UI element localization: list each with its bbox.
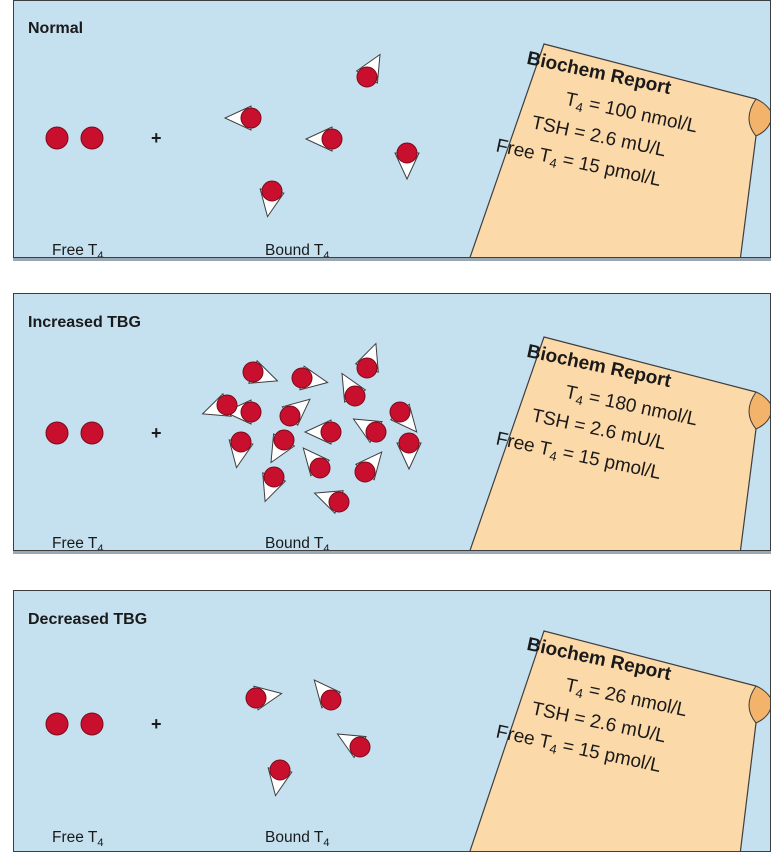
bound-t4-complex (396, 432, 422, 471)
bound-t4-molecule (263, 466, 285, 488)
bound-t4-molecule (240, 107, 262, 129)
report-paper (469, 630, 770, 851)
bound-t4-complex (223, 105, 262, 131)
bound-t4-complex (279, 398, 311, 427)
bound-t4-molecule (354, 461, 376, 483)
bound-t4-complex (302, 447, 331, 479)
bound-t4-complex (259, 180, 285, 218)
panel-title: Normal (28, 20, 84, 37)
bound-t4-molecule (320, 689, 342, 711)
free-t4-label: Free T4 (52, 829, 104, 849)
free-t4-molecule (45, 126, 69, 150)
bound-t4-complex (341, 372, 367, 407)
panel-title: Decreased TBG (28, 611, 148, 628)
molecule-art (45, 43, 770, 257)
bound-t4-molecule (396, 142, 418, 164)
free-t4-molecule (45, 421, 69, 445)
bound-t4-complex (303, 419, 342, 445)
bound-t4-complex (270, 429, 296, 464)
free-t4-molecules (45, 712, 104, 736)
bound-t4-molecules (201, 342, 422, 515)
free-t4-molecule (80, 126, 104, 150)
panel-normal: Normal + Free T4 Bound T4 Biochem Report… (13, 0, 771, 258)
free-t4-label: Free T4 (52, 535, 104, 551)
panel-decreased-tbg: Decreased TBG + Free T4 Bound T4 Biochem… (13, 590, 771, 852)
bound-t4-complex (394, 142, 420, 181)
plus-sign: + (151, 714, 162, 734)
bound-t4-complex (354, 451, 383, 483)
bound-t4-molecule (240, 401, 262, 423)
bound-t4-molecule (328, 491, 350, 513)
free-t4-label: Free T4 (52, 242, 104, 258)
bound-t4-complex (201, 392, 238, 417)
bound-t4-molecule (349, 736, 371, 758)
bound-t4-molecule (261, 180, 283, 202)
bound-t4-molecule (356, 66, 378, 88)
bound-t4-molecule (321, 128, 343, 150)
bound-t4-complex (304, 126, 343, 152)
bound-t4-molecule (242, 361, 264, 383)
bound-t4-molecule (291, 367, 313, 389)
bound-t4-complex (242, 359, 279, 384)
bound-t4-label: Bound T4 (265, 829, 330, 849)
free-t4-molecules (45, 126, 104, 150)
free-t4-molecule (80, 421, 104, 445)
bound-t4-molecule (320, 421, 342, 443)
bound-t4-molecule (230, 431, 252, 453)
bound-t4-complex (245, 685, 283, 711)
bound-t4-complex (267, 759, 293, 797)
bound-t4-complex (336, 733, 371, 759)
bound-t4-complex (223, 399, 262, 425)
free-t4-molecules (45, 421, 104, 445)
plus-sign: + (151, 423, 162, 443)
bound-t4-molecule (356, 357, 378, 379)
panel-increased-tbg: Increased TBG + Free T4 Bound T4 Biochem… (13, 293, 771, 551)
bound-t4-label: Bound T4 (265, 242, 330, 258)
molecule-art (45, 630, 770, 851)
bound-t4-molecule (245, 687, 267, 709)
bound-t4-complex (313, 490, 350, 515)
bound-t4-molecule (279, 405, 301, 427)
bound-t4-molecule (344, 385, 366, 407)
bound-t4-complex (228, 431, 254, 469)
bound-t4-molecule (216, 394, 238, 416)
bound-t4-label: Bound T4 (265, 535, 330, 551)
report-paper (469, 336, 770, 550)
bound-t4-molecule (273, 429, 295, 451)
bound-t4-molecule (309, 457, 331, 479)
report-paper (469, 43, 770, 257)
bound-t4-molecule (365, 421, 387, 443)
bound-t4-molecule (389, 401, 411, 423)
bound-t4-complex (389, 401, 418, 433)
bound-t4-complex (262, 466, 287, 503)
bound-t4-molecule (269, 759, 291, 781)
plus-sign: + (151, 128, 162, 148)
panel-title: Increased TBG (28, 314, 141, 331)
molecule-art (45, 336, 770, 550)
free-t4-molecule (80, 712, 104, 736)
bound-t4-complex (313, 679, 342, 711)
bound-t4-molecules (245, 679, 371, 797)
bound-t4-complex (291, 365, 329, 391)
free-t4-molecule (45, 712, 69, 736)
bound-t4-complex (354, 342, 379, 379)
bound-t4-complex (352, 418, 387, 444)
bound-t4-complex (355, 53, 381, 88)
bound-t4-molecule (398, 432, 420, 454)
bound-t4-molecules (223, 53, 420, 218)
